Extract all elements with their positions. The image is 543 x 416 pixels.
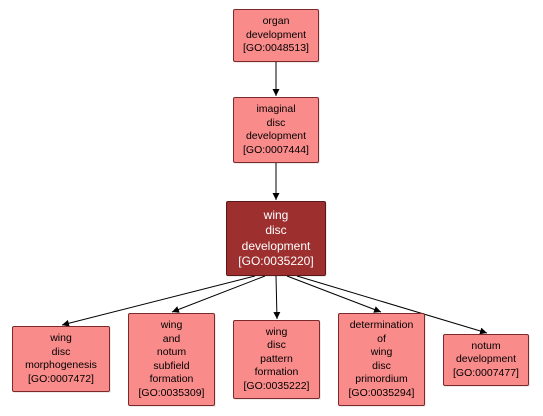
edge-wingdisc-to-primordium xyxy=(286,275,382,313)
go-id-label: [GO:0007477] xyxy=(453,366,519,379)
node-label-line: disc xyxy=(266,116,286,129)
go-id-label: [GO:0048513] xyxy=(243,42,309,55)
node-label-line: morphogenesis xyxy=(25,359,97,371)
node-label-line: wing xyxy=(265,325,288,338)
node-label-line: wing xyxy=(50,332,72,344)
node-label-line: disc xyxy=(51,345,71,358)
node-label-line: disc xyxy=(372,359,391,372)
edge-wingdisc-to-pattern xyxy=(273,275,281,320)
go-id-label: [GO:0035309] xyxy=(138,386,205,399)
node-label-line: development xyxy=(241,238,311,253)
node-label-line: notum xyxy=(471,339,501,352)
node-label-line: of xyxy=(377,332,386,345)
edge-wingdisc-to-morph xyxy=(61,275,256,327)
edge-wingdisc-to-notumdev xyxy=(296,275,488,335)
node-label-line: imaginal xyxy=(256,103,296,115)
go-id-label: [GO:0007472] xyxy=(28,372,94,385)
edge-wingdisc-to-notumsub xyxy=(171,275,266,313)
go-id-label: [GO:0035294] xyxy=(348,386,415,399)
node-label-line: formation xyxy=(254,366,299,379)
node-label-line: formation xyxy=(149,373,194,385)
node-label-line: determination xyxy=(349,319,414,331)
node-label-line: development xyxy=(455,353,517,366)
node-label-line: disc xyxy=(267,339,286,352)
node-label-line: pattern xyxy=(260,352,293,365)
go-id-label: [GO:0035220] xyxy=(238,254,314,268)
node-label-line: organ xyxy=(262,15,290,28)
node-label-line: primordium xyxy=(355,373,408,385)
node-label-line: subfield xyxy=(153,359,190,372)
node-label-line: development xyxy=(245,28,307,41)
go-id-label: [GO:0007444] xyxy=(243,143,309,156)
node-label-line: development xyxy=(245,130,307,142)
node-label-line: wing xyxy=(263,207,289,222)
node-label-line: and xyxy=(162,332,181,345)
node-label-line: wing xyxy=(160,319,183,331)
go-id-label: [GO:0035222] xyxy=(243,379,310,392)
node-label-line: notum xyxy=(156,346,187,358)
node-label-line: disc xyxy=(265,223,287,237)
node-label-line: wing xyxy=(370,346,393,358)
